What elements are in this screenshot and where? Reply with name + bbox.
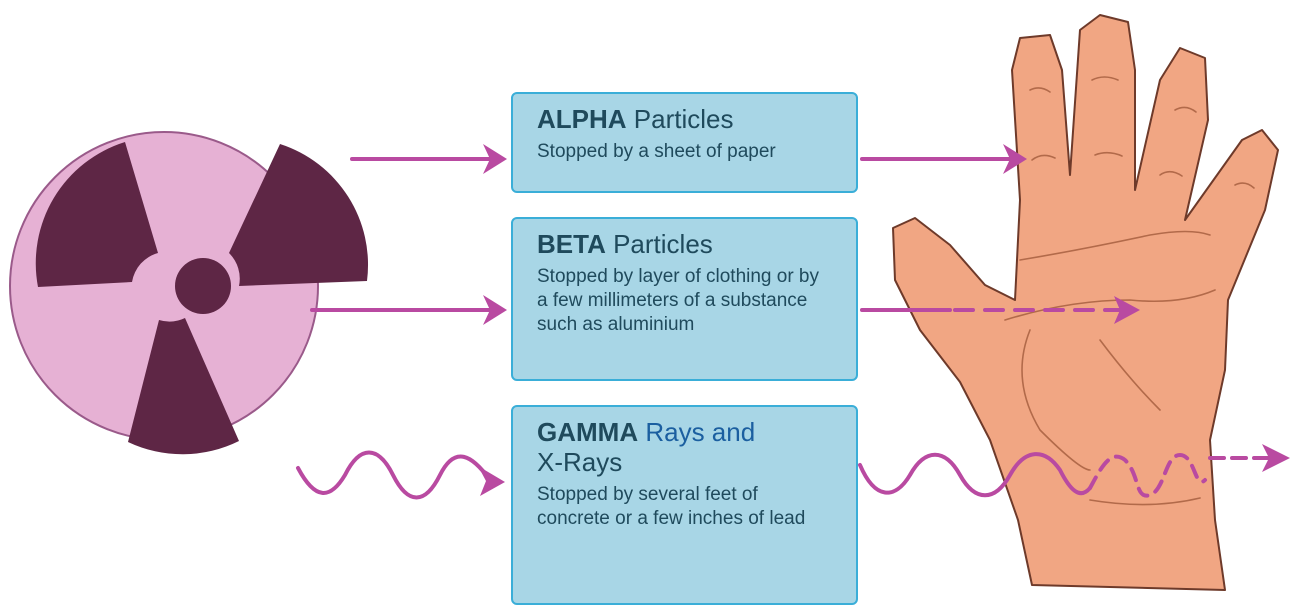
gamma-wave-in [298,453,490,498]
gamma-name-rest: X-Rays [537,447,622,477]
radiation-symbol-icon [10,132,368,454]
alpha-title: ALPHA Particles [537,104,832,134]
alpha-name-bold: ALPHA [537,104,627,134]
beta-description: Stopped by layer of clothing or by a few… [537,265,832,337]
gamma-name-rest-blue: Rays and [645,417,755,447]
beta-info-box: BETA Particles Stopped by layer of cloth… [511,217,858,381]
alpha-info-box: ALPHA Particles Stopped by a sheet of pa… [511,92,858,193]
beta-title: BETA Particles [537,229,832,259]
beta-name-bold: BETA [537,229,606,259]
radiation-center [175,258,231,314]
alpha-name-rest: Particles [634,104,734,134]
gamma-description: Stopped by several feet of concrete or a… [537,483,832,531]
alpha-description: Stopped by a sheet of paper [537,140,832,164]
gamma-name-bold: GAMMA [537,417,638,447]
gamma-arrowhead-in [478,466,505,496]
beta-name-rest: Particles [613,229,713,259]
hand-icon [893,15,1278,590]
